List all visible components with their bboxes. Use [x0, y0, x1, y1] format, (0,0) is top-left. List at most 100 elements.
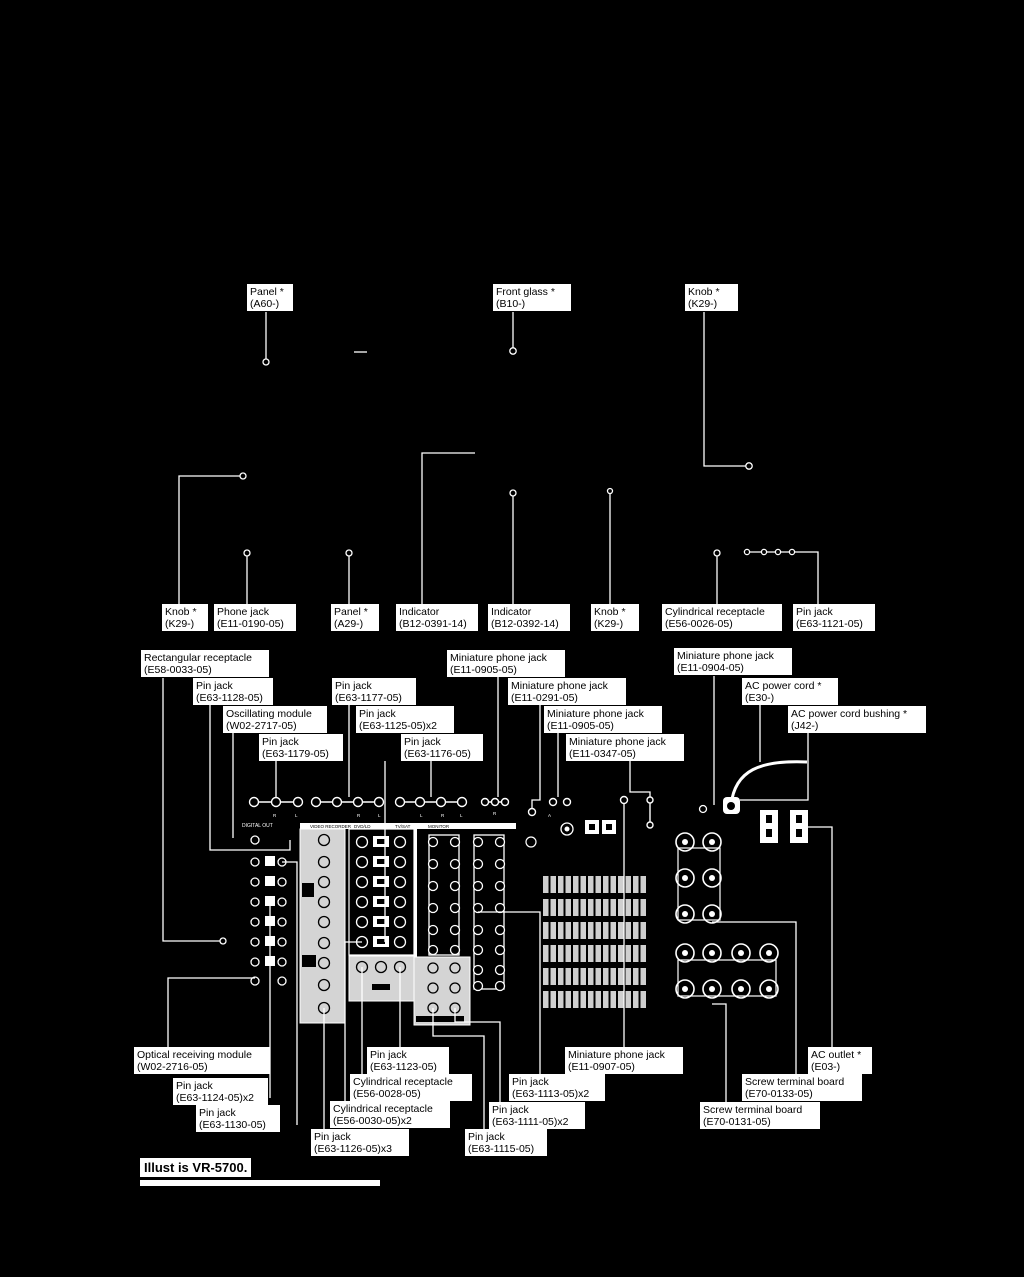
- vent-slot: [573, 968, 579, 985]
- part-name: Pin jack: [262, 736, 300, 748]
- vent-slot: [588, 991, 594, 1008]
- vent-slot: [633, 876, 639, 893]
- vent-slot: [558, 922, 564, 939]
- part-label-panel-a60: Panel *(A60-): [247, 284, 293, 311]
- vent-slot: [603, 876, 609, 893]
- part-label-screw-terminal-0133: Screw terminal board(E70-0133-05): [742, 1074, 862, 1101]
- part-name: AC power cord *: [745, 680, 821, 692]
- part-code: (E70-0131-05): [703, 1116, 771, 1128]
- part-label-pin-jack-1176: Pin jack(E63-1176-05): [401, 734, 483, 761]
- part-code: (E63-1177-05): [335, 692, 402, 704]
- part-label-phone-jack: Phone jack(E11-0190-05): [214, 604, 296, 631]
- part-code: (J42-): [791, 720, 818, 732]
- part-code: (E56-0028-05): [353, 1088, 421, 1100]
- caption-strip: [140, 1180, 380, 1186]
- digital-out-label: DIGITAL OUT: [242, 823, 273, 829]
- part-label-pin-jack-1179: Pin jack(E63-1179-05): [259, 734, 343, 761]
- vent-slot: [595, 945, 601, 962]
- part-label-indicator-1: Indicator(B12-0391-14): [396, 604, 478, 631]
- part-name: Pin jack: [359, 708, 397, 720]
- part-name: Knob *: [688, 286, 720, 298]
- part-code: (E63-1126-05)x3: [314, 1143, 392, 1155]
- part-code: (K29-): [165, 618, 194, 630]
- vent-slot: [595, 899, 601, 916]
- part-code: (E11-0907-05): [568, 1061, 635, 1073]
- vent-slot: [543, 991, 549, 1008]
- vent-slot: [633, 899, 639, 916]
- vent-slot: [595, 968, 601, 985]
- part-code: (E56-0026-05): [665, 618, 733, 630]
- part-code: (E58-0033-05): [144, 664, 212, 676]
- part-code: (E63-1128-05): [196, 692, 263, 704]
- part-label-pin-jack-1126: Pin jack(E63-1126-05)x3: [311, 1129, 409, 1156]
- vent-slot: [610, 922, 616, 939]
- vent-slot: [633, 991, 639, 1008]
- part-name: Indicator: [491, 606, 532, 618]
- part-code: (E11-0905-05): [450, 664, 517, 676]
- part-label-cyl-receptacle-0030: Cylindrical receptacle(E56-0030-05)x2: [330, 1101, 450, 1128]
- vent-slot: [618, 991, 624, 1008]
- vent-slot: [565, 991, 571, 1008]
- part-name: Front glass *: [496, 286, 555, 298]
- part-code: (W02-2717-05): [226, 720, 297, 732]
- vent-slot: [565, 968, 571, 985]
- vent-slot: [558, 876, 564, 893]
- vent-slot: [640, 968, 646, 985]
- vent-slot: [640, 991, 646, 1008]
- part-code: (B12-0392-14): [491, 618, 559, 630]
- svg-text:L: L: [295, 813, 298, 818]
- vent-slot: [640, 876, 646, 893]
- vent-slot: [550, 968, 556, 985]
- part-code: (E63-1123-05): [370, 1061, 437, 1073]
- part-name: Pin jack: [196, 680, 234, 692]
- part-label-knob-top: Knob *(K29-): [685, 284, 738, 311]
- vent-slot: [610, 991, 616, 1008]
- part-name: Panel *: [334, 606, 368, 618]
- vent-slot: [565, 876, 571, 893]
- vent-slot: [618, 876, 624, 893]
- vent-slot: [625, 991, 631, 1008]
- vent-slot: [573, 922, 579, 939]
- vent-slot: [580, 876, 586, 893]
- part-label-mini-jack-0905-a: Miniature phone jack(E11-0905-05): [447, 650, 565, 677]
- vent-slot: [610, 968, 616, 985]
- vent-slot: [580, 899, 586, 916]
- vent-slot: [543, 968, 549, 985]
- part-name: Cylindrical receptacle: [333, 1103, 433, 1115]
- vent-slot: [603, 945, 609, 962]
- part-code: (B10-): [496, 298, 525, 310]
- part-name: Pin jack: [512, 1076, 550, 1088]
- ventilation-grid: [543, 876, 646, 1008]
- vent-slot: [558, 945, 564, 962]
- part-name: Rectangular receptacle: [144, 652, 252, 664]
- vent-slot: [618, 922, 624, 939]
- vent-slot: [573, 945, 579, 962]
- vent-slot: [550, 945, 556, 962]
- part-name: Miniature phone jack: [568, 1049, 666, 1061]
- vent-slot: [588, 876, 594, 893]
- vent-slot: [625, 945, 631, 962]
- vent-slot: [610, 876, 616, 893]
- part-label-pin-jack-1130: Pin jack(E63-1130-05): [196, 1105, 280, 1132]
- part-code: (K29-): [688, 298, 717, 310]
- vent-slot: [640, 945, 646, 962]
- part-code: (E11-0190-05): [217, 618, 284, 630]
- svg-text:TV/SAT: TV/SAT: [395, 824, 411, 829]
- part-name: Cylindrical receptacle: [353, 1076, 453, 1088]
- part-code: (E63-1130-05): [199, 1119, 266, 1131]
- vent-slot: [565, 945, 571, 962]
- part-name: Pin jack: [314, 1131, 352, 1143]
- part-code: (K29-): [594, 618, 623, 630]
- svg-text:R: R: [441, 813, 445, 818]
- vent-slot: [625, 899, 631, 916]
- vent-slot: [558, 968, 564, 985]
- part-code: (E56-0030-05)x2: [333, 1115, 412, 1127]
- vent-slot: [625, 922, 631, 939]
- part-name: Indicator: [399, 606, 440, 618]
- vent-slot: [625, 968, 631, 985]
- part-label-osc-module: Oscillating module(W02-2717-05): [223, 706, 327, 733]
- svg-text:VIDEO RECORDER: VIDEO RECORDER: [310, 824, 352, 829]
- part-label-panel-a29: Panel *(A29-): [331, 604, 379, 631]
- part-label-pin-jack-1177: Pin jack(E63-1177-05): [332, 678, 416, 705]
